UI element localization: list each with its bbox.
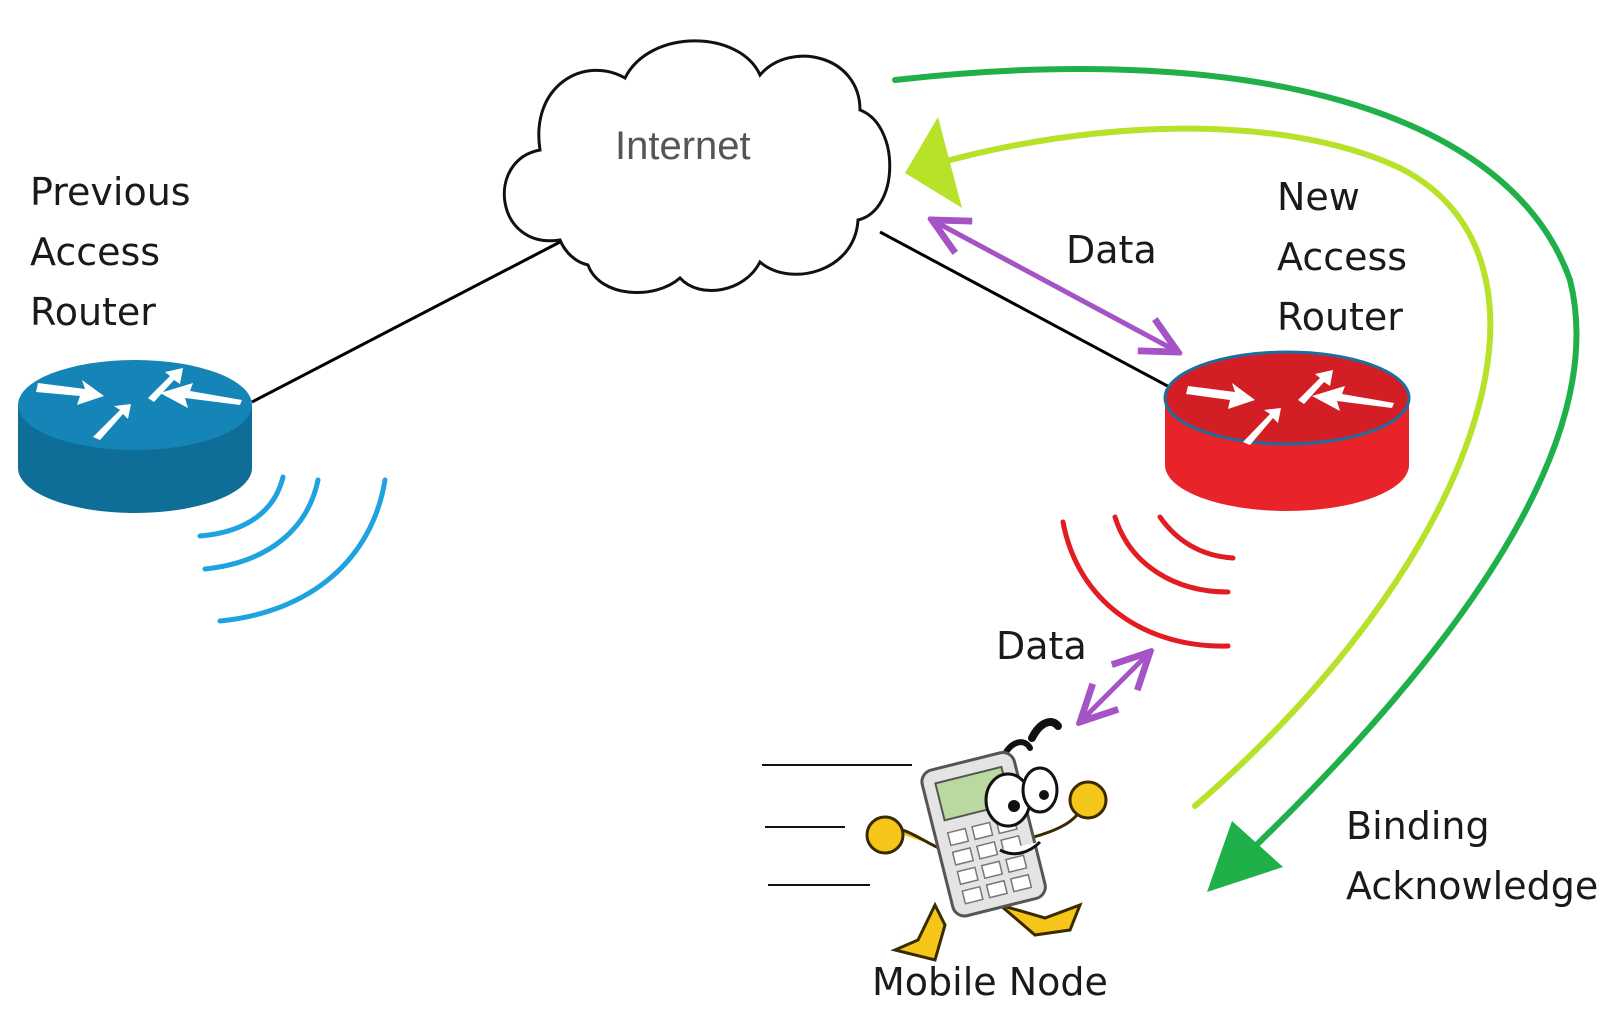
- previous-router-icon: [18, 360, 252, 513]
- new-router-label-line1: New: [1277, 175, 1360, 219]
- data-arrow-internet-router: [932, 220, 1178, 352]
- previous-router-label-line1: Previous: [30, 170, 191, 214]
- internet-label: Internet: [615, 124, 751, 168]
- binding-label-line2: Acknowledge: [1346, 864, 1599, 908]
- binding-ack-arrow: [892, 66, 1580, 892]
- running-phone-icon: [865, 718, 1108, 962]
- previous-router-signal: [197, 474, 388, 624]
- previous-router-label-line2: Access: [30, 230, 161, 274]
- binding-update-arrow: [905, 117, 1494, 809]
- new-router-label-line3: Router: [1277, 295, 1403, 339]
- link-previous-router-internet: [251, 240, 561, 404]
- mobile-node-label: Mobile Node: [872, 960, 1108, 1004]
- data-label-bottom: Data: [996, 624, 1087, 668]
- new-router-icon: [1163, 350, 1411, 511]
- data-label-top: Data: [1066, 228, 1157, 272]
- previous-router-label-line3: Router: [30, 290, 156, 334]
- cloud-icon: [502, 39, 892, 294]
- motion-lines: [762, 764, 912, 886]
- new-router-signal: [1060, 514, 1236, 649]
- new-router-label-line2: Access: [1277, 235, 1408, 279]
- binding-label-line1: Binding: [1346, 804, 1490, 848]
- data-arrow-router-mobile: [1080, 652, 1150, 722]
